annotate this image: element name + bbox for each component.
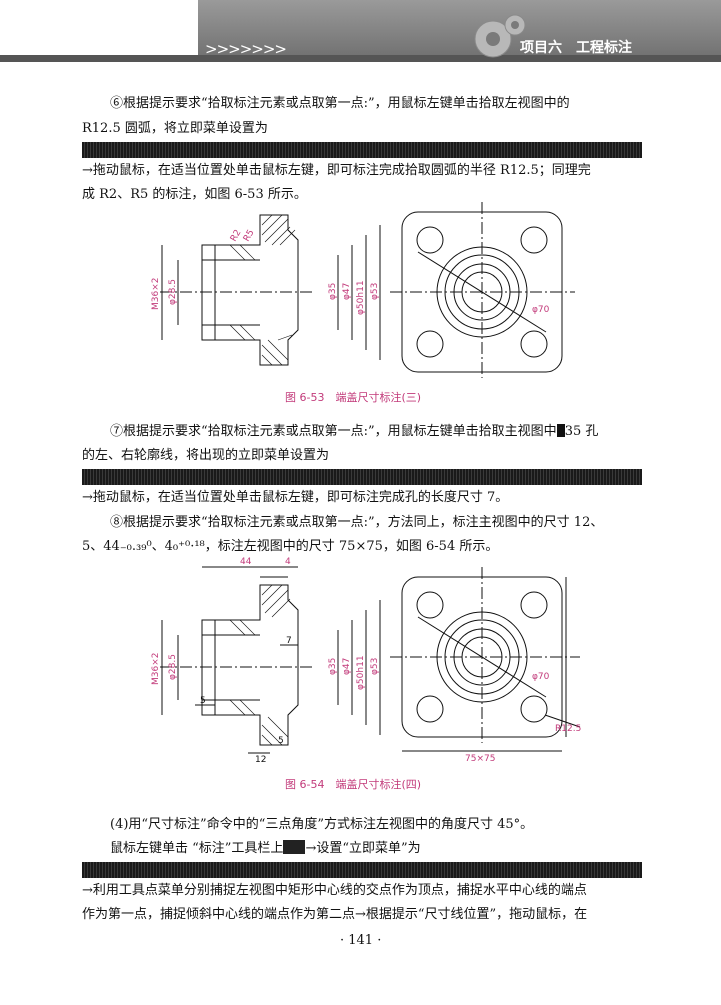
- label-d53: φ53: [370, 283, 380, 300]
- para-toolbar-post: →设置“立即菜单”为: [305, 841, 421, 856]
- label-r2: R2: [229, 228, 244, 243]
- para-capture-line1: →利用工具点菜单分别捕捉左视图中矩形中心线的交点作为顶点，捕捉水平中心线的端点: [82, 883, 587, 898]
- label-m36-b: M36×2: [151, 653, 161, 685]
- label-dim5: 5: [200, 696, 206, 706]
- label-d47-b: φ47: [342, 658, 352, 675]
- figure-6-54-caption: 图 6-54 端盖尺寸标注(四): [285, 778, 422, 791]
- immediate-menu-bar-3: [82, 862, 642, 878]
- gear-icon: [474, 14, 526, 58]
- label-m36: M36×2: [151, 278, 161, 310]
- para-step7-pre: ⑦根据提示要求“拾取标注元素或点取第一点:”，用鼠标左键单击拾取主视图中: [110, 424, 557, 439]
- para-angle-line: (4)用“尺寸标注”命令中的“三点角度”方式标注左视图中的角度尺寸 45°。: [110, 817, 534, 832]
- figure-6-53: M36×2 φ28.5 φ35 φ47 φ50h11 φ53 R2 R5 φ70: [151, 202, 575, 378]
- label-d28: φ28.5: [168, 279, 178, 305]
- immediate-menu-bar-2: [82, 469, 642, 485]
- label-r5: R5: [242, 228, 257, 243]
- chapter-title: 项目六 工程标注: [520, 40, 632, 56]
- label-d70: φ70: [532, 305, 550, 315]
- phi-symbol-block: [556, 424, 565, 437]
- label-d35-b: φ35: [328, 658, 338, 675]
- header-chevrons: >>>>>>>: [205, 40, 287, 58]
- label-d35: φ35: [328, 283, 338, 300]
- para-drag-line1: →拖动鼠标，在适当位置处单击鼠标左键，即可标注完成拾取圆弧的半径 R12.5；同…: [82, 163, 591, 178]
- para-step7-line2: 的左、右轮廓线，将出现的立即菜单设置为: [82, 448, 330, 463]
- para-drag-line2: 成 R2、R5 的标注，如图 6-53 所示。: [82, 187, 307, 202]
- label-d28-b: φ28.5: [168, 654, 178, 680]
- para-step6-line2: R12.5 圆弧，将立即菜单设置为: [82, 121, 268, 136]
- para-drag-7: →拖动鼠标，在适当位置处单击鼠标左键，即可标注完成孔的长度尺寸 7。: [82, 490, 509, 505]
- label-d53-b: φ53: [370, 658, 380, 675]
- label-dim7: 7: [286, 636, 292, 646]
- para-step8-line1: ⑧根据提示要求“拾取标注元素或点取第一点:”，方法同上，标注主视图中的尺寸 12…: [110, 515, 604, 530]
- figure-6-53-caption: 图 6-53 端盖尺寸标注(三): [285, 391, 422, 404]
- para-step8-line2: 5、44₋₀.₃₉⁰、4₀⁺⁰·¹⁸，标注左视图中的尺寸 75×75，如图 6-…: [82, 539, 499, 554]
- label-dim4: 4: [285, 557, 291, 567]
- label-d47: φ47: [342, 283, 352, 300]
- para-toolbar-line: 鼠标左键单击 “标注”工具栏上 →设置“立即菜单”为: [110, 837, 421, 861]
- para-toolbar-pre: 鼠标左键单击 “标注”工具栏上: [110, 841, 284, 856]
- page-number: · 141 ·: [340, 933, 382, 948]
- page-header: >>>>>>> 项目六 工程标注: [0, 0, 721, 62]
- header-left-blank: [0, 0, 198, 62]
- label-dim7575: 75×75: [465, 754, 495, 764]
- label-d50-b: φ50h11: [356, 655, 366, 690]
- label-dim44: 44: [240, 557, 252, 567]
- figure-6-54: 44 4 M36×2 φ28.5 φ35 φ47 φ50h11 φ53 7 5 …: [151, 557, 581, 765]
- toolbar-button-icon: [283, 840, 306, 854]
- label-r125: R12.5: [555, 724, 581, 734]
- immediate-menu-bar-1: [82, 142, 642, 158]
- label-dim5b: 5: [278, 736, 284, 746]
- para-capture-line2: 作为第一点，捕捉倾斜中心线的端点作为第二点→根据提示“尺寸线位置”，拖动鼠标，在: [82, 907, 588, 922]
- header-bottom-strip: [0, 55, 721, 62]
- para-step7-line1: ⑦根据提示要求“拾取标注元素或点取第一点:”，用鼠标左键单击拾取主视图中 35 孔: [110, 420, 598, 444]
- label-d50: φ50h11: [356, 280, 366, 315]
- label-d70-b: φ70: [532, 672, 550, 682]
- header-bar: [198, 0, 721, 62]
- para-step6-line1: ⑥根据提示要求“拾取标注元素或点取第一点:”，用鼠标左键单击拾取左视图中的: [110, 96, 570, 111]
- label-dim12: 12: [255, 755, 266, 765]
- para-step7-post: 35 孔: [564, 424, 599, 439]
